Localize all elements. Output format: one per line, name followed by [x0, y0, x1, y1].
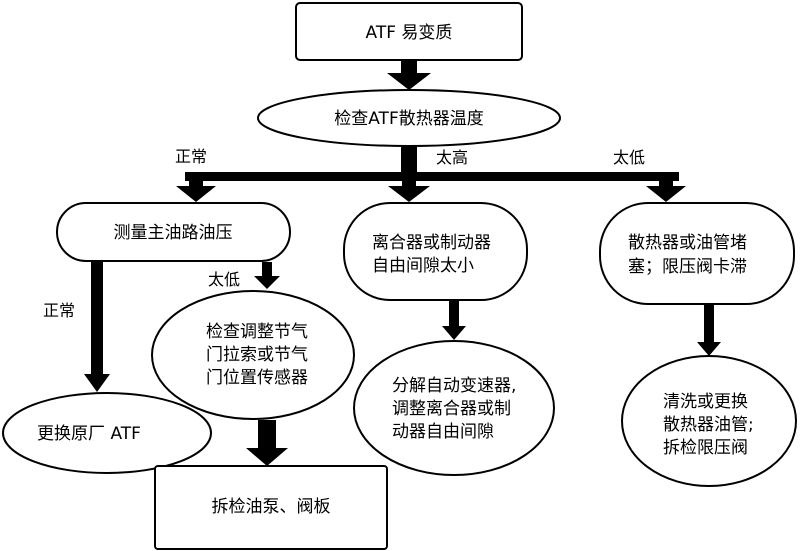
node-check-temp — [257, 89, 561, 147]
clean-replace-line-3: 拆检限压阀 — [663, 438, 748, 458]
edge-label-too-low-right: 太低 — [613, 148, 645, 167]
disassemble-pump-label: 拆检油泵、阀板 — [212, 497, 331, 517]
check-throttle-line-1: 检查调整节气 — [206, 322, 308, 342]
edge-label-too-high: 太高 — [436, 148, 468, 167]
measure-pressure-label: 测量主油路油压 — [114, 223, 233, 243]
disassemble-trans-line-2: 调整离合器或制 — [392, 399, 511, 419]
disassemble-trans-line-3: 动器自由间隙 — [392, 422, 494, 442]
radiator-block-label: 散热器或油管堵 塞；限压阀卡滞 — [628, 233, 752, 277]
node-measure-pressure — [56, 202, 291, 262]
arrow-to-disassemble-trans — [442, 300, 466, 340]
node-clean-replace — [621, 355, 797, 487]
arrow-to-clutch — [388, 176, 430, 202]
arrow-to-disassemble-pump — [246, 420, 288, 466]
connectors — [84, 60, 721, 466]
arrow-start-to-check — [387, 60, 431, 90]
edge-label-normal-top: 正常 — [175, 147, 207, 166]
arrow-to-check-throttle — [254, 262, 280, 289]
node-check-throttle — [151, 290, 355, 420]
node-disassemble-pump — [154, 465, 388, 550]
arrow-to-clean-replace — [697, 304, 721, 356]
start-label: ATF 易变质 — [366, 23, 453, 43]
disassemble-trans-label: 分解自动变速器, 调整离合器或制 动器自由间隙 — [392, 376, 522, 442]
trunk-check-down — [401, 146, 417, 178]
clutch-gap-line-1: 离合器或制动器 — [372, 233, 491, 253]
branch-bar — [185, 172, 679, 181]
clean-replace-label: 清洗或更换 散热器油管; 拆检限压阀 — [663, 392, 759, 458]
clean-replace-line-2: 散热器油管; — [663, 415, 754, 435]
arrow-to-measure — [176, 176, 216, 202]
clutch-gap-label: 离合器或制动器 自由间隙太小 — [372, 233, 496, 276]
radiator-block-line-1: 散热器或油管堵 — [628, 233, 747, 253]
node-replace-atf — [2, 392, 212, 474]
clutch-gap-line-2: 自由间隙太小 — [372, 256, 474, 276]
radiator-block-line-2: 塞；限压阀卡滞 — [628, 257, 747, 277]
check-throttle-line-2: 门拉索或节气 — [206, 345, 308, 365]
clean-replace-line-1: 清洗或更换 — [663, 392, 748, 412]
check-throttle-line-3: 门位置传感器 — [206, 368, 308, 388]
check-temp-label: 检查ATF散热器温度 — [334, 109, 483, 129]
edge-label-normal-left: 正常 — [43, 301, 75, 320]
disassemble-trans-line-1: 分解自动变速器, — [392, 376, 516, 396]
arrow-to-radiator — [646, 176, 686, 202]
arrow-to-replace-atf — [84, 262, 110, 392]
node-radiator-block — [599, 202, 795, 305]
node-disassemble-trans — [353, 340, 555, 476]
node-clutch-gap — [343, 202, 528, 301]
replace-atf-label: 更换原厂 ATF — [37, 424, 141, 444]
check-throttle-label: 检查调整节气 门拉索或节气 门位置传感器 — [206, 322, 313, 388]
node-start — [295, 2, 523, 61]
edge-label-too-low-left: 太低 — [208, 270, 240, 289]
